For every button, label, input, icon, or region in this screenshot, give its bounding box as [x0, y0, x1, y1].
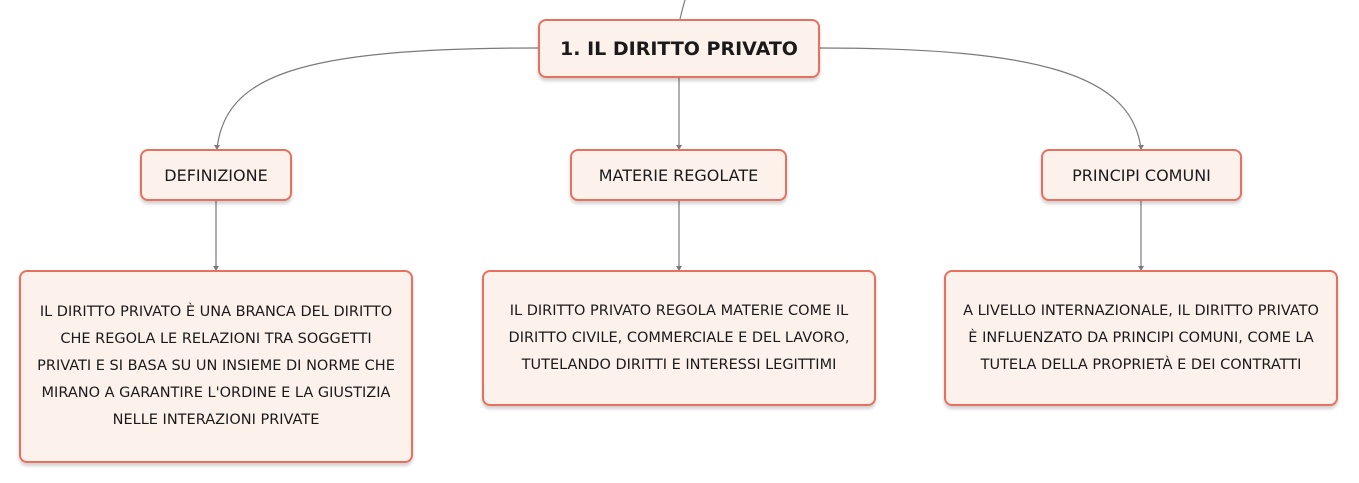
- arrowhead-definizione: [214, 145, 220, 150]
- topic-label-definizione: DEFINIZIONE: [164, 165, 268, 185]
- topic-label-materie-regolate: MATERIE REGOLATE: [598, 165, 759, 185]
- subtopic-text-principi-comuni: A LIVELLO INTERNAZIONALE, IL DIRITTO PRI…: [963, 302, 1319, 373]
- topic-node-principi-comuni[interactable]: PRINCIPI COMUNI: [1041, 149, 1242, 201]
- root-topic-label: 1. IL DIRITTO PRIVATO: [560, 37, 798, 60]
- topic-label-principi-comuni: PRINCIPI COMUNI: [1072, 165, 1211, 185]
- connector-root-to-principi: [819, 47, 1142, 150]
- arrowhead-leaf-principi: [1138, 266, 1144, 271]
- subtopic-text-definizione: IL DIRITTO PRIVATO È UNA BRANCA DEL DIRI…: [37, 304, 395, 428]
- subtopic-node-materie-regolate[interactable]: IL DIRITTO PRIVATO REGOLA MATERIE COME I…: [482, 270, 876, 406]
- arrowhead-leaf-materie: [676, 266, 682, 271]
- connector-root-to-definizione: [216, 47, 539, 150]
- connector-parent-to-root: [679, 0, 686, 20]
- arrowhead-principi: [1138, 145, 1144, 150]
- subtopic-node-principi-comuni[interactable]: A LIVELLO INTERNAZIONALE, IL DIRITTO PRI…: [944, 270, 1338, 406]
- arrowhead-materie: [676, 145, 682, 150]
- subtopic-node-definizione[interactable]: IL DIRITTO PRIVATO È UNA BRANCA DEL DIRI…: [19, 270, 413, 463]
- topic-node-materie-regolate[interactable]: MATERIE REGOLATE: [570, 149, 787, 201]
- topic-node-definizione[interactable]: DEFINIZIONE: [140, 149, 292, 201]
- arrowhead-leaf-definizione: [213, 266, 219, 271]
- subtopic-text-materie-regolate: IL DIRITTO PRIVATO REGOLA MATERIE COME I…: [508, 302, 850, 373]
- root-topic-node[interactable]: 1. IL DIRITTO PRIVATO: [538, 19, 820, 78]
